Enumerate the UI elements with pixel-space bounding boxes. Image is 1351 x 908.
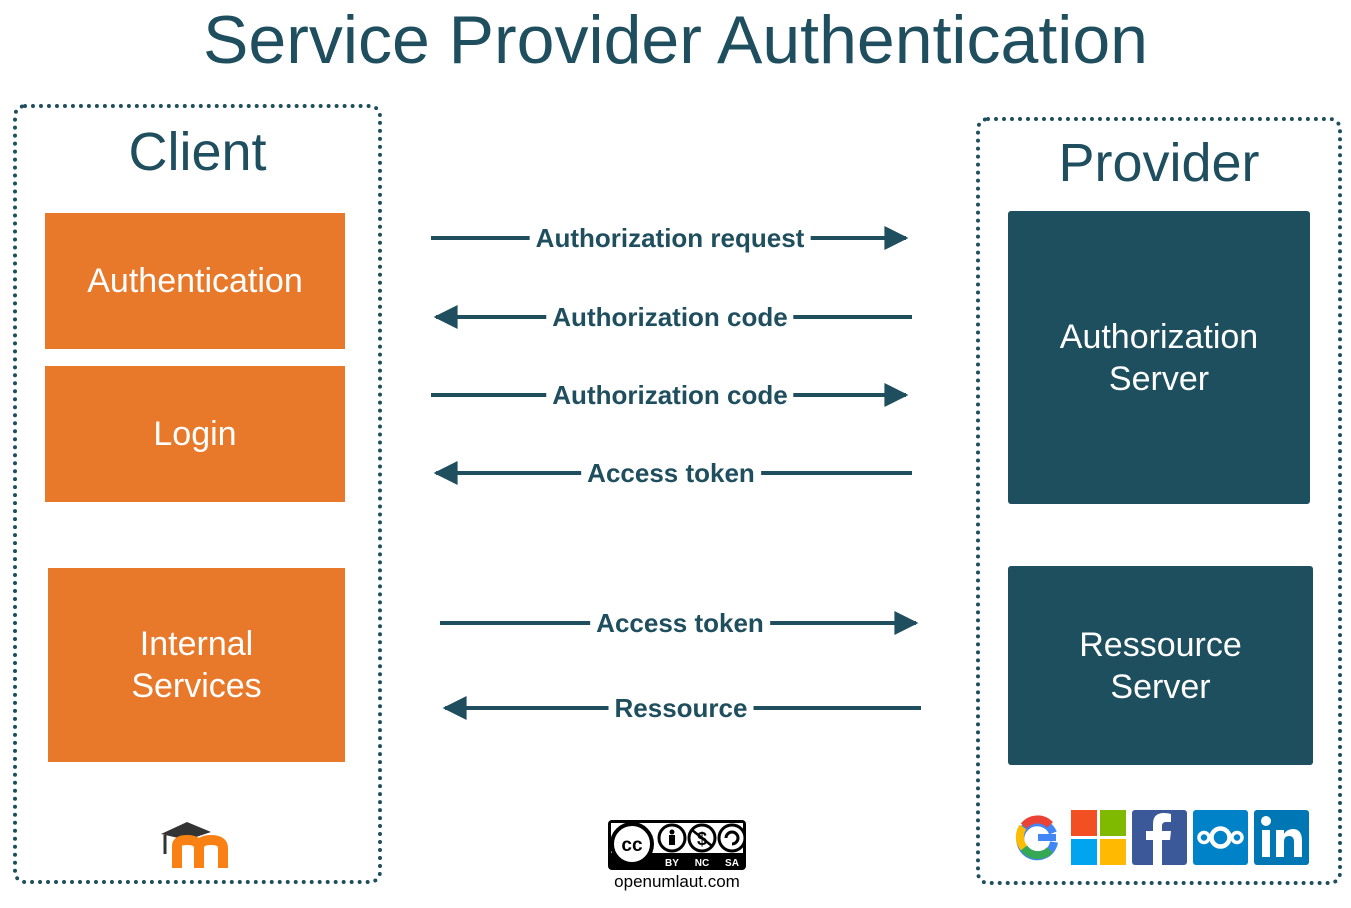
internal-services-block: Internal Services	[48, 568, 345, 762]
diagram-title: Service Provider Authentication	[203, 2, 1148, 78]
cc-sa-label: SA	[725, 858, 739, 869]
client-container	[13, 104, 382, 884]
cc-icon: cc	[621, 835, 643, 856]
provider-container	[976, 117, 1342, 885]
ressource-server-block: Ressource Server	[1008, 566, 1313, 765]
linkedin-logo-icon	[1254, 810, 1309, 865]
client-title: Client	[128, 122, 267, 182]
sa-icon	[717, 823, 747, 853]
flow-label-3: Authorization code	[546, 380, 794, 410]
provider-logos	[1010, 810, 1309, 865]
login-block: Login	[45, 366, 345, 502]
flow-label-6: Ressource	[608, 693, 754, 723]
provider-title: Provider	[1058, 133, 1260, 193]
cc-nc-label: NC	[695, 858, 709, 869]
flow-label-4: Access token	[581, 458, 761, 488]
cc-by-label: BY	[665, 858, 679, 869]
flow-label-5: Access token	[590, 608, 770, 638]
nextcloud-logo-icon	[1193, 810, 1248, 865]
creative-commons-badge: cc $ BY NC SA	[608, 820, 747, 870]
authentication-block: Authentication	[45, 213, 345, 349]
by-person-icon	[669, 829, 675, 835]
flow-label-2: Authorization code	[546, 302, 794, 332]
facebook-logo-icon	[1132, 810, 1187, 865]
cc-site-text: openumlaut.com	[614, 872, 740, 891]
flow-label-1: Authorization request	[529, 223, 811, 253]
authorization-server-block: Authorization Server	[1008, 211, 1310, 504]
microsoft-logo-icon	[1071, 810, 1126, 865]
google-logo-icon	[1010, 810, 1065, 865]
moodle-logo-icon	[161, 822, 228, 868]
